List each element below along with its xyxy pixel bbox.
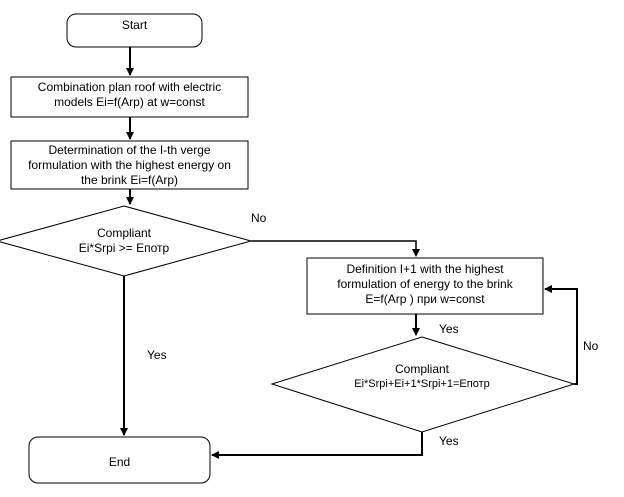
end-label: End bbox=[108, 455, 131, 469]
compliant1-text: Compliant Ei*Srpi >= Eпотр bbox=[34, 226, 214, 256]
combination-line-1: Combination plan roof with electric bbox=[37, 80, 222, 94]
end-terminal-shape bbox=[28, 436, 211, 484]
combination-process-shape bbox=[10, 76, 249, 118]
compliant2-line-1: Compliant bbox=[394, 362, 450, 376]
edge-label-yes-2: Yes bbox=[439, 322, 459, 336]
definition-process-shape bbox=[306, 257, 544, 315]
compliant1-line-2: Ei*Srpi >= Eпотр bbox=[78, 241, 170, 255]
edge-label-no-2: No bbox=[583, 339, 599, 353]
edge-label-yes-3: Yes bbox=[439, 434, 459, 448]
compliant2-line-2: Ei*Srpi+Ei+1*Srpi+1=Eпотр bbox=[354, 378, 490, 390]
compliant2-text: Compliant Ei*Srpi+Ei+1*Srpi+1=Eпотр bbox=[332, 362, 512, 392]
start-terminal-shape bbox=[66, 13, 203, 48]
edge-label-no-1: No bbox=[251, 211, 267, 225]
definition-text: Definition I+1 with the highest formulat… bbox=[307, 262, 543, 307]
arrow-compliant2-yes-to-end bbox=[211, 432, 423, 459]
edge-label-yes-1: Yes bbox=[147, 348, 167, 362]
determination-line-1: Determination of the I-th verge bbox=[48, 143, 211, 157]
determination-line-3: the brink Ei=f(Arp) bbox=[80, 173, 179, 187]
determination-process-shape bbox=[10, 140, 249, 190]
combination-line-2: models Ei=f(Arp) at w=const bbox=[54, 95, 205, 109]
compliant1-line-1: Compliant bbox=[96, 226, 152, 240]
definition-line-1: Definition I+1 with the highest bbox=[346, 262, 504, 276]
start-label: Start bbox=[121, 18, 148, 32]
combination-text: Combination plan roof with electric mode… bbox=[11, 80, 248, 110]
arrow-compliant2-no-to-definition bbox=[544, 285, 578, 385]
determination-text: Determination of the I-th verge formulat… bbox=[11, 143, 248, 188]
definition-line-2: formulation of energy to the brink bbox=[337, 277, 513, 291]
definition-line-3: E=f(Arp ) при w=const bbox=[365, 292, 485, 306]
determination-line-2: formulation with the highest energy on bbox=[28, 158, 231, 172]
arrow-compliant1-no-to-definition bbox=[251, 240, 420, 257]
